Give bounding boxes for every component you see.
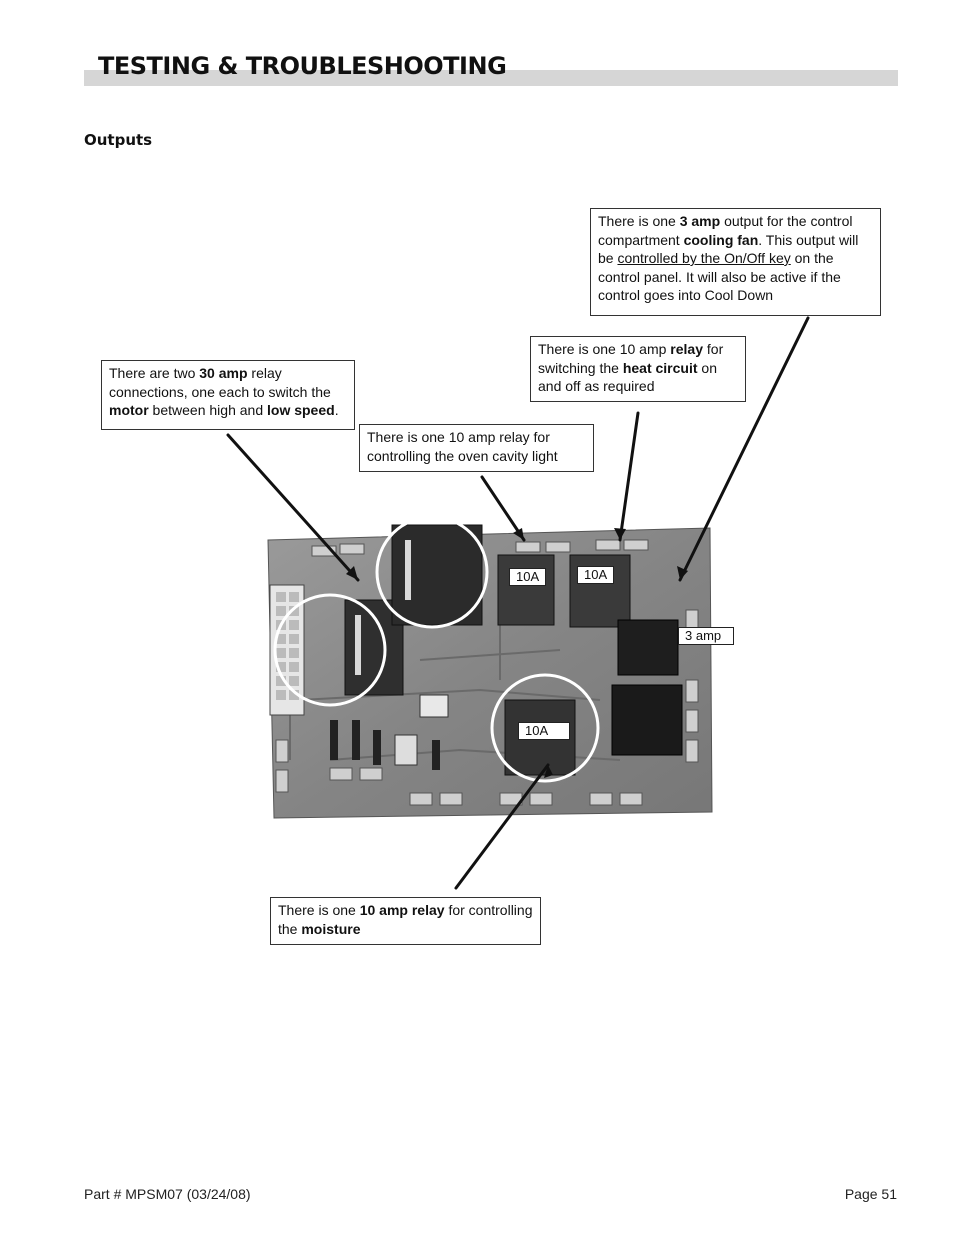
arrowhead-cooling-fan xyxy=(677,566,688,580)
arrow-heat xyxy=(618,411,640,542)
arrowhead-motor xyxy=(346,566,358,580)
arrowhead-light xyxy=(513,528,524,540)
footer-part-number: Part # MPSM07 (03/24/08) xyxy=(84,1186,251,1202)
label-10a-moisture-relay: 10A xyxy=(518,722,570,740)
page-title: TESTING & TROUBLESHOOTING xyxy=(98,52,507,80)
footer-page-number: Page 51 xyxy=(844,1186,897,1202)
callout-cooling-fan: There is one 3 amp output for the contro… xyxy=(590,208,881,316)
callout-motor: There are two 30 amp relay connections, … xyxy=(101,360,355,430)
header-bar xyxy=(84,70,898,86)
arrow-light xyxy=(480,475,526,542)
arrowhead-moisture xyxy=(544,765,553,778)
circuit-board xyxy=(267,524,713,819)
arrow-moisture xyxy=(454,763,550,890)
arrow-motor xyxy=(226,433,360,582)
arrowhead-heat xyxy=(614,528,626,540)
highlight-circle-moisture xyxy=(490,673,600,783)
highlight-circle-motor-low xyxy=(273,593,387,707)
callout-oven-light: There is one 10 amp relay for controllin… xyxy=(359,424,594,472)
callout-heat-circuit: There is one 10 amp relay for switching … xyxy=(530,336,746,402)
section-heading: Outputs xyxy=(84,131,153,149)
highlight-circle-motor-high xyxy=(375,515,489,629)
label-10a-light-relay: 10A xyxy=(509,568,547,586)
label-10a-heat-relay: 10A xyxy=(577,566,615,584)
callout-moisture: There is one 10 amp relay for controllin… xyxy=(270,897,541,945)
arrow-cooling-fan xyxy=(678,316,810,582)
label-3amp-fan-output: 3 amp xyxy=(678,627,734,645)
